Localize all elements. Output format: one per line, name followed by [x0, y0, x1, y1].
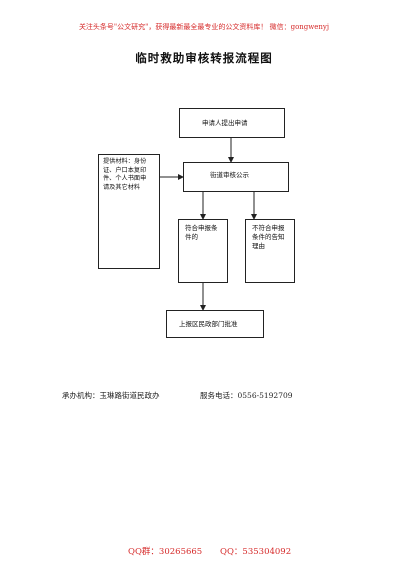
materials-line: 请及其它材料: [103, 183, 141, 191]
eligible-line: 符合申报条: [185, 224, 218, 232]
step-apply-label: 申请人提出申请: [202, 119, 248, 127]
step-approve-label: 上报区民政部门批准: [179, 320, 238, 328]
page-title: 临时救助审核转报流程图: [135, 51, 273, 65]
eligible-line: 件的: [185, 233, 198, 241]
step-materials: 提供材料：身份 证、户口本复印 件、个人书面申 请及其它材料: [98, 154, 160, 269]
ineligible-line: 理由: [252, 242, 265, 250]
header-note: 关注头条号"公文研究"，获得最新最全最专业的公文资料库！ 微信：gongweny…: [78, 23, 330, 31]
qq-group: QQ群：30265665: [128, 547, 203, 557]
step-ineligible: 不符合申报 条件的告知 理由: [245, 219, 295, 283]
footer-phone: 服务电话：0556-5192709: [200, 391, 293, 400]
ineligible-line: 不符合申报: [252, 224, 285, 232]
materials-line: 提供材料：身份: [103, 158, 147, 165]
step-apply: 申请人提出申请: [179, 108, 285, 138]
step-eligible: 符合申报条 件的: [178, 219, 228, 283]
ineligible-line: 条件的告知: [252, 233, 285, 241]
step-review-label: 街道审核公示: [210, 171, 249, 179]
step-approve: 上报区民政部门批准: [166, 310, 264, 338]
footer-org: 承办机构：玉琳路街道民政办: [62, 391, 160, 400]
footer-info: 承办机构：玉琳路街道民政办 服务电话：0556-5192709: [62, 390, 293, 401]
qq-number: QQ：535304092: [220, 547, 292, 557]
step-review: 街道审核公示: [183, 162, 289, 192]
materials-line: 证、户口本复印: [103, 166, 147, 174]
materials-line: 件、个人书面申: [103, 175, 147, 182]
